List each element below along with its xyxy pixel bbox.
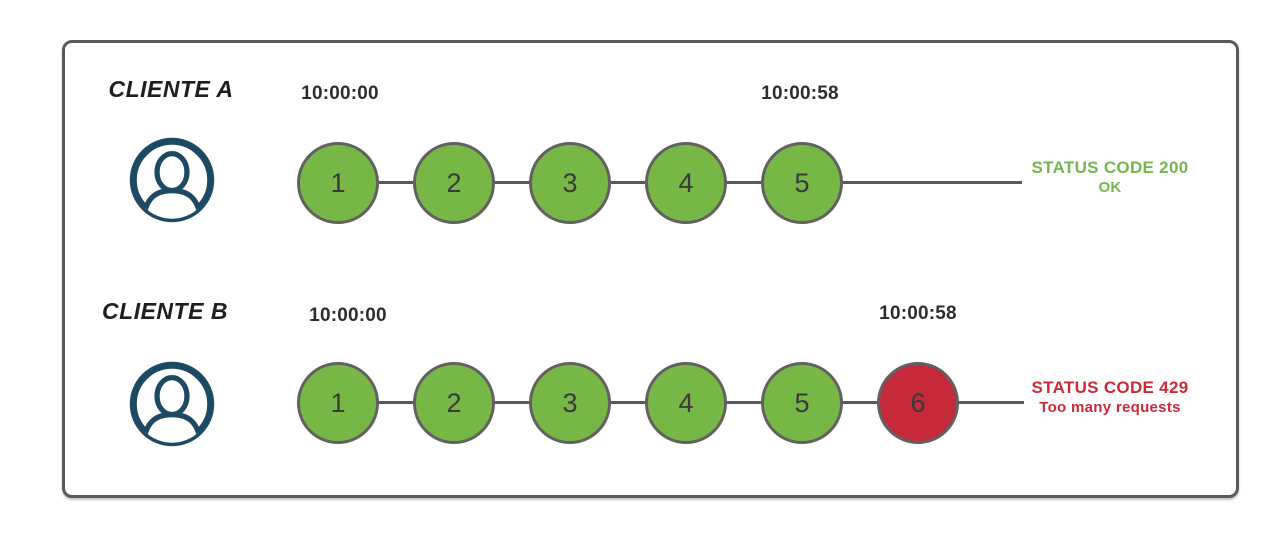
- row-b-end-timestamp: 10:00:58: [879, 303, 957, 324]
- request-node-b1: 1: [297, 362, 379, 444]
- request-number: 6: [910, 387, 926, 418]
- status-result-a: STATUS CODE 200 OK: [1024, 157, 1196, 197]
- request-number: 1: [330, 167, 346, 198]
- request-node-b2: 2: [413, 362, 495, 444]
- request-number: 5: [794, 387, 810, 418]
- person-avatar-icon: [128, 136, 216, 224]
- status-message-text: OK: [1098, 179, 1122, 196]
- request-number: 4: [678, 387, 694, 418]
- row-a-end-timestamp: 10:00:58: [761, 83, 839, 104]
- request-number: 5: [794, 167, 810, 198]
- status-message-text: Too many requests: [1039, 399, 1181, 416]
- client-b-label: CLIENTE B: [102, 298, 228, 324]
- request-node-a1: 1: [297, 142, 379, 224]
- row-b-start-timestamp: 10:00:00: [309, 305, 387, 326]
- person-avatar-icon: [128, 360, 216, 448]
- status-code-text: STATUS CODE 200: [1031, 158, 1189, 177]
- status-code-text: STATUS CODE 429: [1031, 378, 1189, 397]
- request-node-b6-rate-limited: 6: [877, 362, 959, 444]
- request-node-b3: 3: [529, 362, 611, 444]
- request-number: 2: [446, 387, 462, 418]
- client-a-label: CLIENTE A: [108, 76, 234, 102]
- request-node-a5: 5: [761, 142, 843, 224]
- status-result-b: STATUS CODE 429 Too many requests: [1024, 377, 1196, 417]
- request-node-a2: 2: [413, 142, 495, 224]
- request-number: 1: [330, 387, 346, 418]
- request-number: 3: [562, 167, 578, 198]
- request-number: 3: [562, 387, 578, 418]
- diagram-frame: [62, 40, 1239, 498]
- request-node-a3: 3: [529, 142, 611, 224]
- request-number: 4: [678, 167, 694, 198]
- request-node-b5: 5: [761, 362, 843, 444]
- row-a-start-timestamp: 10:00:00: [301, 83, 379, 104]
- request-node-b4: 4: [645, 362, 727, 444]
- request-number: 2: [446, 167, 462, 198]
- request-node-a4: 4: [645, 142, 727, 224]
